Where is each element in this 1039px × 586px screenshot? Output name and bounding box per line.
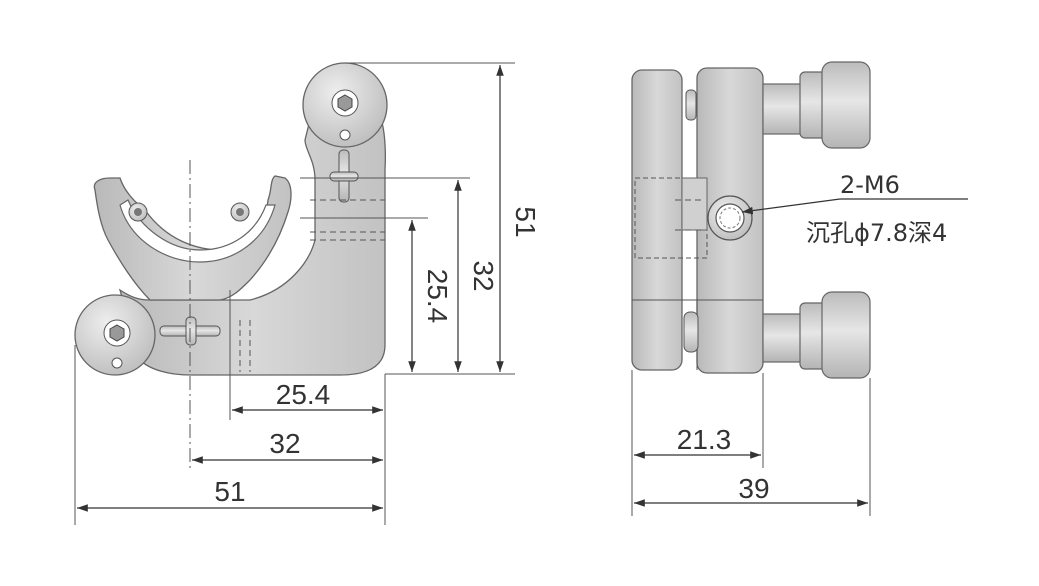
front-plate bbox=[631, 69, 683, 371]
front-extension-lines bbox=[74, 62, 515, 525]
top-lock-pin-bar bbox=[329, 171, 359, 182]
left-screw-center bbox=[134, 208, 142, 216]
dim-label-v-51: 51 bbox=[510, 206, 541, 237]
top-knob-hex-socket bbox=[337, 94, 353, 112]
callout-leader bbox=[741, 198, 841, 215]
dim-label-h-25-4: 25.4 bbox=[276, 379, 331, 410]
dim-label-h-51: 51 bbox=[214, 476, 245, 507]
dim-label-v-32: 32 bbox=[468, 260, 499, 291]
side-dimensions: 21.3 39 bbox=[631, 370, 871, 516]
lower-pivot bbox=[683, 311, 699, 353]
bottom-adjuster-knob bbox=[821, 291, 871, 379]
dim-label-v-25-4: 25.4 bbox=[422, 269, 453, 324]
upper-pivot bbox=[685, 89, 697, 121]
counterbore-thread bbox=[719, 207, 741, 229]
side-view: 2-M6 沉孔ϕ7.8深4 bbox=[631, 61, 968, 379]
callout-line-2: 沉孔ϕ7.8深4 bbox=[806, 219, 947, 247]
right-screw-center bbox=[236, 208, 244, 216]
side-lock-pin-bar bbox=[185, 316, 197, 346]
front-dimensions: 25.4 32 51 25.4 32 51 bbox=[77, 65, 541, 512]
callout-line-1: 2-M6 bbox=[840, 171, 900, 199]
top-adjuster-knob bbox=[821, 61, 871, 149]
dim-label-h-39: 39 bbox=[738, 473, 769, 504]
cradle-cutout bbox=[119, 199, 276, 263]
bottom-knob-hole bbox=[111, 357, 123, 369]
dim-label-h-21-3: 21.3 bbox=[677, 424, 732, 455]
v-cradle bbox=[93, 175, 292, 301]
top-knob-hole bbox=[339, 129, 351, 141]
side-boss bbox=[681, 177, 708, 231]
bottom-knob-hex-socket bbox=[109, 324, 125, 342]
dim-label-h-32: 32 bbox=[269, 428, 300, 459]
front-view bbox=[74, 62, 388, 470]
